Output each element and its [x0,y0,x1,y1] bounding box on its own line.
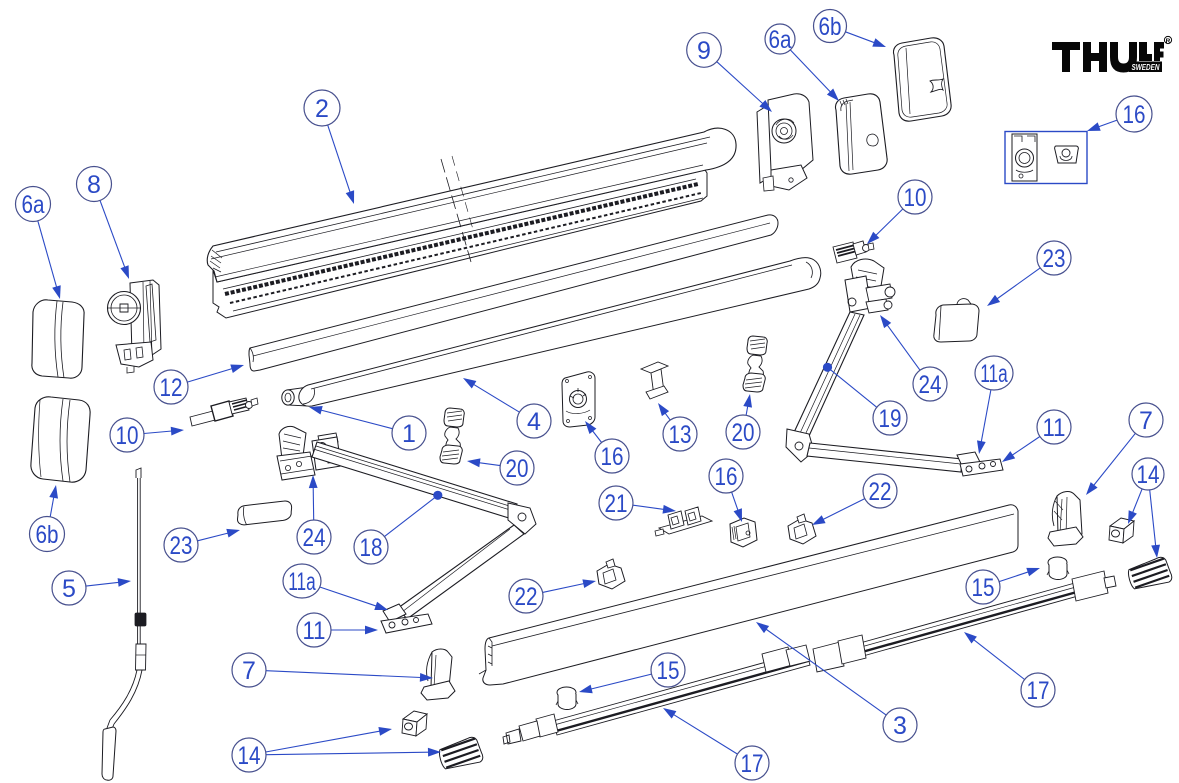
svg-text:24: 24 [919,371,942,399]
svg-text:23: 23 [1043,245,1066,273]
svg-text:11: 11 [1043,414,1066,442]
svg-text:16: 16 [601,443,624,471]
svg-text:22: 22 [515,583,538,611]
svg-text:SWEDEN: SWEDEN [1132,63,1160,72]
svg-text:6a: 6a [22,191,45,219]
svg-text:3: 3 [893,712,907,740]
svg-text:7: 7 [1139,407,1153,435]
svg-text:2: 2 [315,95,329,123]
svg-text:9: 9 [697,37,711,65]
svg-text:17: 17 [1027,677,1050,705]
svg-text:6b: 6b [36,521,59,549]
svg-text:11: 11 [303,617,326,645]
svg-text:20: 20 [732,419,755,447]
svg-text:24: 24 [303,524,326,552]
svg-text:14: 14 [238,742,261,770]
svg-text:R: R [1166,38,1171,45]
svg-text:10: 10 [116,422,139,450]
svg-text:18: 18 [360,534,383,562]
svg-text:11a: 11a [980,360,1008,388]
svg-text:20: 20 [506,455,529,483]
svg-text:12: 12 [160,374,183,402]
svg-text:15: 15 [657,657,680,685]
svg-text:15: 15 [972,574,995,602]
svg-text:23: 23 [170,532,193,560]
svg-text:8: 8 [87,171,101,199]
svg-text:10: 10 [904,184,927,212]
svg-text:11a: 11a [288,568,316,596]
svg-text:21: 21 [605,490,628,518]
svg-text:1: 1 [402,420,416,448]
svg-text:14: 14 [1137,461,1160,489]
svg-text:17: 17 [741,750,764,778]
svg-text:7: 7 [242,657,256,685]
svg-text:4: 4 [527,408,541,436]
svg-text:13: 13 [669,421,692,449]
svg-text:5: 5 [62,575,76,603]
svg-text:6b: 6b [819,13,842,41]
svg-text:16: 16 [1123,101,1146,129]
svg-text:22: 22 [869,478,892,506]
svg-text:19: 19 [879,405,902,433]
svg-text:16: 16 [715,463,738,491]
svg-text:6a: 6a [769,26,792,54]
